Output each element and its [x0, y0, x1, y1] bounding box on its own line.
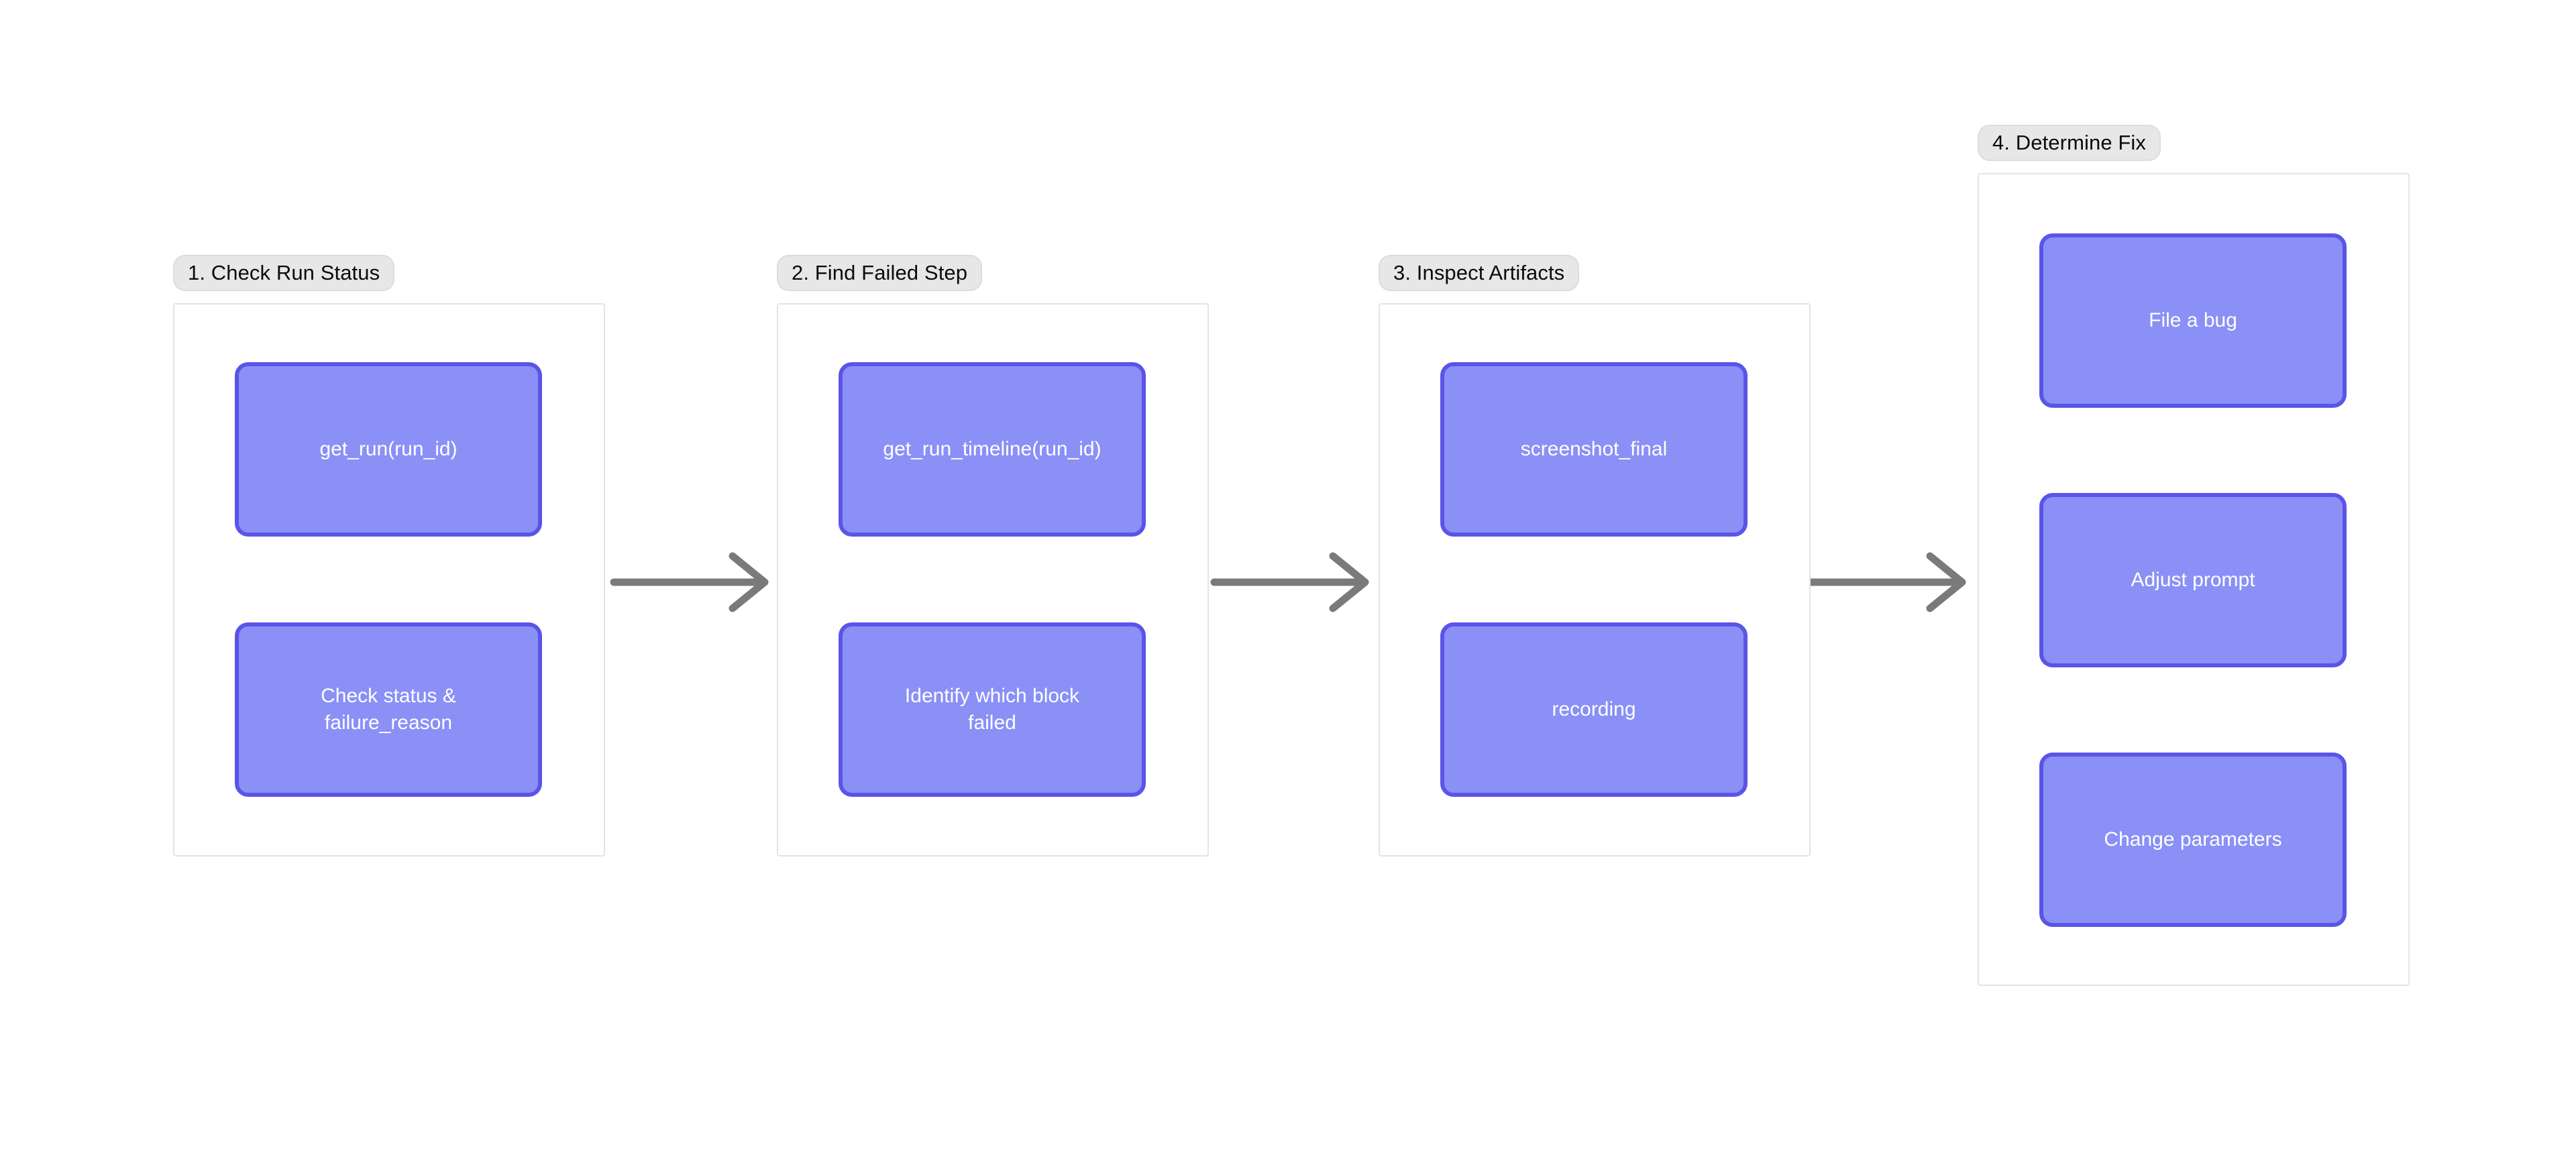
node-get-run-timeline-label: get_run_timeline(run_id) [883, 437, 1102, 460]
panel-label-determine-fix: 4. Determine Fix [1978, 125, 2161, 161]
node-screenshot-final[interactable]: screenshot_final [1440, 362, 1748, 537]
panel-label-inspect-artifacts: 3. Inspect Artifacts [1379, 255, 1580, 291]
arrow-panel2-to-panel3 [1210, 552, 1369, 612]
node-file-a-bug[interactable]: File a bug [2039, 233, 2347, 408]
node-get-run-timeline[interactable]: get_run_timeline(run_id) [839, 362, 1146, 537]
node-adjust-prompt-label: Adjust prompt [2131, 568, 2255, 591]
node-adjust-prompt[interactable]: Adjust prompt [2039, 493, 2347, 667]
arrow-panel3-to-panel4 [1807, 552, 1966, 612]
node-screenshot-final-label: screenshot_final [1520, 437, 1668, 460]
node-recording-label: recording [1552, 698, 1636, 720]
node-change-parameters[interactable]: Change parameters [2039, 753, 2347, 927]
node-identify-block-label: Identify which block failed [904, 684, 1080, 734]
node-change-parameters-label: Change parameters [2104, 828, 2282, 850]
node-get-run[interactable]: get_run(run_id) [235, 362, 542, 537]
panel-label-find-failed-step: 2. Find Failed Step [777, 255, 983, 291]
node-get-run-label: get_run(run_id) [319, 437, 458, 460]
node-file-a-bug-label: File a bug [2149, 309, 2237, 331]
node-identify-block[interactable]: Identify which block failed [839, 622, 1146, 797]
node-recording[interactable]: recording [1440, 622, 1748, 797]
arrow-panel1-to-panel2 [610, 552, 769, 612]
node-check-status-label: Check status & failure_reason [321, 684, 456, 734]
panel-label-check-run-status: 1. Check Run Status [173, 255, 395, 291]
node-check-status[interactable]: Check status & failure_reason [235, 622, 542, 797]
